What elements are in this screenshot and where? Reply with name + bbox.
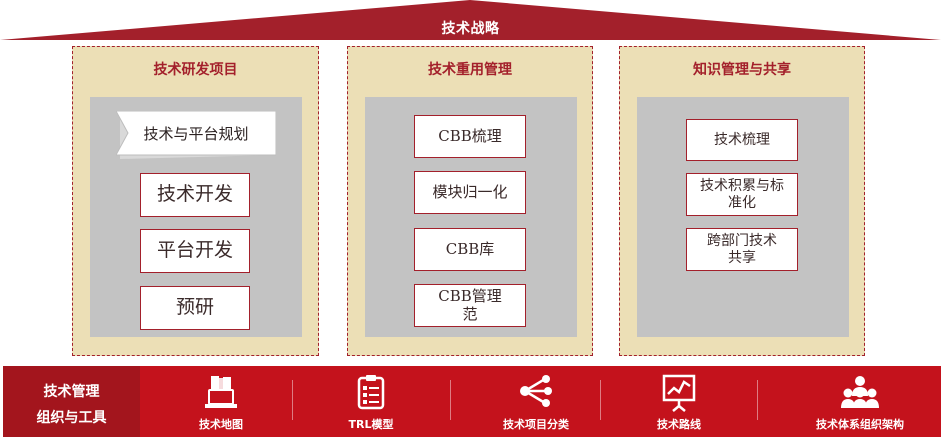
- presentation-chart-icon: [662, 374, 696, 412]
- divider: [450, 380, 451, 420]
- strategy-title: 技术战略: [441, 21, 500, 37]
- tool-tech-roadmap: 技术路线: [619, 366, 739, 437]
- checklist-icon: [357, 375, 385, 410]
- item-cbb-library: CBB库: [414, 228, 526, 271]
- item-accumulation-standardization: 技术积累与标 准化: [686, 173, 798, 216]
- tool-org-structure: 技术体系组织架构: [785, 366, 935, 437]
- tool-label: 技术体系组织架构: [816, 418, 904, 431]
- divider: [600, 380, 601, 420]
- tool-tech-map: 技术地图: [161, 366, 281, 437]
- item-module-unification: 模块归一化: [414, 171, 526, 214]
- tool-label: 技术路线: [657, 418, 701, 431]
- tool-label: 技术项目分类: [503, 418, 569, 431]
- item-tech-dev: 技术开发: [140, 173, 250, 217]
- tool-label: 技术地图: [199, 418, 243, 431]
- pillar-title: 技术重用管理: [428, 62, 512, 78]
- item-cbb-sorting: CBB梳理: [414, 115, 526, 158]
- roof-triangle: [0, 0, 941, 40]
- item-cbb-management: CBB管理 范: [414, 284, 526, 327]
- heading-line-2: 组织与工具: [36, 410, 107, 426]
- divider: [757, 380, 758, 420]
- item-tech-sorting: 技术梳理: [686, 119, 798, 161]
- planning-banner: 技术与平台规划: [116, 111, 276, 161]
- tool-trl-model: TRL模型: [311, 366, 431, 437]
- team-org-icon: [841, 376, 879, 408]
- share-network-icon: [520, 375, 552, 407]
- pillar-title: 技术研发项目: [153, 62, 238, 78]
- item-pre-research: 预研: [140, 286, 250, 330]
- heading-line-1: 技术管理: [43, 384, 100, 400]
- banner-label: 技术与平台规划: [143, 124, 249, 143]
- map-device-icon: [205, 376, 237, 408]
- tool-project-classification: 技术项目分类: [466, 366, 606, 437]
- item-cross-dept-sharing: 跨部门技术 共享: [686, 228, 798, 271]
- pillar-title: 知识管理与共享: [693, 62, 791, 78]
- tools-bar-heading: 技术管理 组织与工具: [3, 366, 140, 437]
- divider: [292, 380, 293, 420]
- tool-label: TRL模型: [348, 418, 394, 431]
- tools-bar: 技术管理 组织与工具 技术地图 TRL模型: [3, 366, 941, 437]
- item-platform-dev: 平台开发: [140, 229, 250, 273]
